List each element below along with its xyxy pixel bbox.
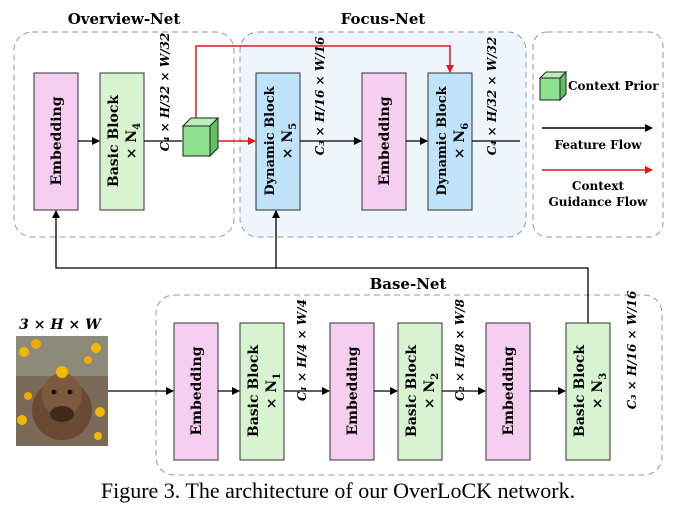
repeat-n6-label: × N6: [452, 123, 471, 159]
legend-feature-flow-label: Feature Flow: [554, 138, 642, 152]
basic-block-label: Basic Block: [572, 345, 588, 438]
shape-label-c1: C₁ × H/4 × W/4: [295, 299, 309, 401]
legend-context-prior-label: Context Prior: [568, 79, 659, 93]
base-embedding-block-1: Embedding: [173, 322, 219, 461]
context-guidance-arrows: [195, 45, 454, 145]
input-image: [16, 336, 108, 446]
dynamic-block-n5: Dynamic Block × N5: [255, 72, 301, 211]
embedding-label: Embedding: [345, 346, 361, 435]
repeat-n5-label: × N5: [280, 123, 299, 159]
base-net-frame: [155, 294, 663, 476]
base-basic-block-n2: Basic Block × N2: [397, 322, 443, 461]
dynamic-block-label: Dynamic Block: [435, 85, 450, 195]
embedding-label: Embedding: [501, 346, 517, 435]
dynamic-block-label: Dynamic Block: [263, 85, 278, 195]
base-embedding-block-2: Embedding: [329, 322, 375, 461]
repeat-n1-label: × N1: [264, 373, 283, 409]
embedding-label: Embedding: [377, 96, 393, 185]
base-basic-block-n3: Basic Block × N3: [565, 322, 611, 461]
base-basic-block-n1: Basic Block × N1: [239, 322, 285, 461]
basic-block-label: Basic Block: [246, 345, 262, 438]
shape-label-c4-overview: C₄ × H/32 × W/32: [158, 33, 172, 152]
legend-guidance-label-line2: Guidance Flow: [549, 195, 649, 209]
basic-block-label: Basic Block: [106, 95, 122, 188]
shape-label-c3-base: C₃ × H/16 × W/16: [625, 290, 639, 409]
base-embedding-block-3: Embedding: [485, 322, 531, 461]
figure-caption: Figure 3. The architecture of our OverLo…: [100, 478, 576, 503]
repeat-n2-label: × N2: [422, 373, 441, 409]
embedding-label: Embedding: [49, 96, 65, 185]
focus-net-title: Focus-Net: [341, 10, 426, 28]
embedding-label: Embedding: [189, 346, 205, 435]
dynamic-block-n6: Dynamic Block × N6: [427, 72, 473, 211]
shape-label-c2: C₂ × H/8 × W/8: [453, 298, 467, 401]
legend-frame: [532, 31, 664, 238]
shape-label-c3-focus: C₃ × H/16 × W/16: [313, 36, 327, 155]
architecture-diagram: Overview-Net Focus-Net Base-Net Embeddin…: [13, 10, 664, 476]
legend-cube-icon: [538, 70, 568, 102]
overview-net-title: Overview-Net: [68, 10, 181, 28]
feature-flow-arrows: [52, 137, 589, 395]
context-prior-cube: [181, 116, 220, 158]
repeat-n4-label: × N4: [124, 123, 143, 159]
focus-embedding-block: Embedding: [361, 72, 407, 211]
legend-guidance-label-line1: Context: [572, 179, 625, 193]
repeat-n3-label: × N3: [590, 373, 609, 409]
input-shape-label: 3 × H × W: [19, 317, 102, 333]
basic-block-label: Basic Block: [404, 345, 420, 438]
base-net-title: Base-Net: [370, 275, 447, 293]
overview-embedding-block: Embedding: [33, 72, 79, 211]
shape-label-c4-focus: C₄ × H/32 × W/32: [485, 37, 499, 156]
overview-basic-block-n4: Basic Block × N4: [99, 72, 145, 211]
overview-net-frame: [13, 31, 235, 238]
